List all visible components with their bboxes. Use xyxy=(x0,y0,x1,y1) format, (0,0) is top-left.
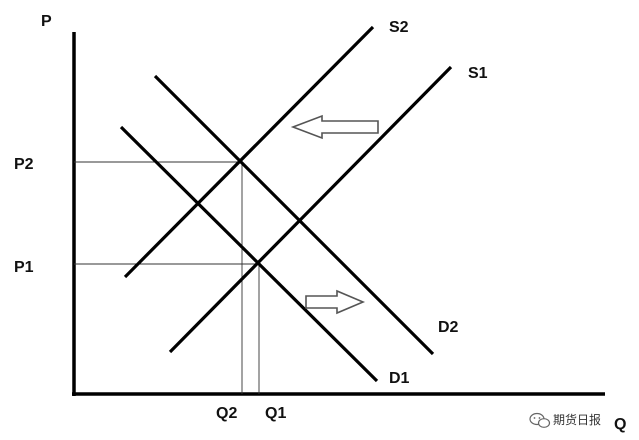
watermark-text: 期货日报 xyxy=(553,412,601,427)
s2-label: S2 xyxy=(389,19,409,36)
supply-curve-s1 xyxy=(168,65,453,354)
p2-label: P2 xyxy=(14,156,34,173)
p1-label: P1 xyxy=(14,259,34,276)
demand-curve-d2 xyxy=(153,74,435,356)
q2-label: Q2 xyxy=(216,405,237,422)
s1-label: S1 xyxy=(468,65,488,82)
demand-curve-d1 xyxy=(119,125,379,383)
d1-label: D1 xyxy=(389,370,410,387)
watermark: 期货日报 xyxy=(529,412,601,428)
supply-curve-s2 xyxy=(123,25,375,279)
supply-shift-left-arrow-icon xyxy=(290,114,379,140)
demand-shift-right-arrow-icon xyxy=(305,289,366,315)
q1-label: Q1 xyxy=(265,405,286,422)
d2-label: D2 xyxy=(438,319,459,336)
x-axis-label: Q xyxy=(614,416,626,433)
wechat-icon xyxy=(529,412,551,428)
y-axis-label: P xyxy=(41,13,52,30)
